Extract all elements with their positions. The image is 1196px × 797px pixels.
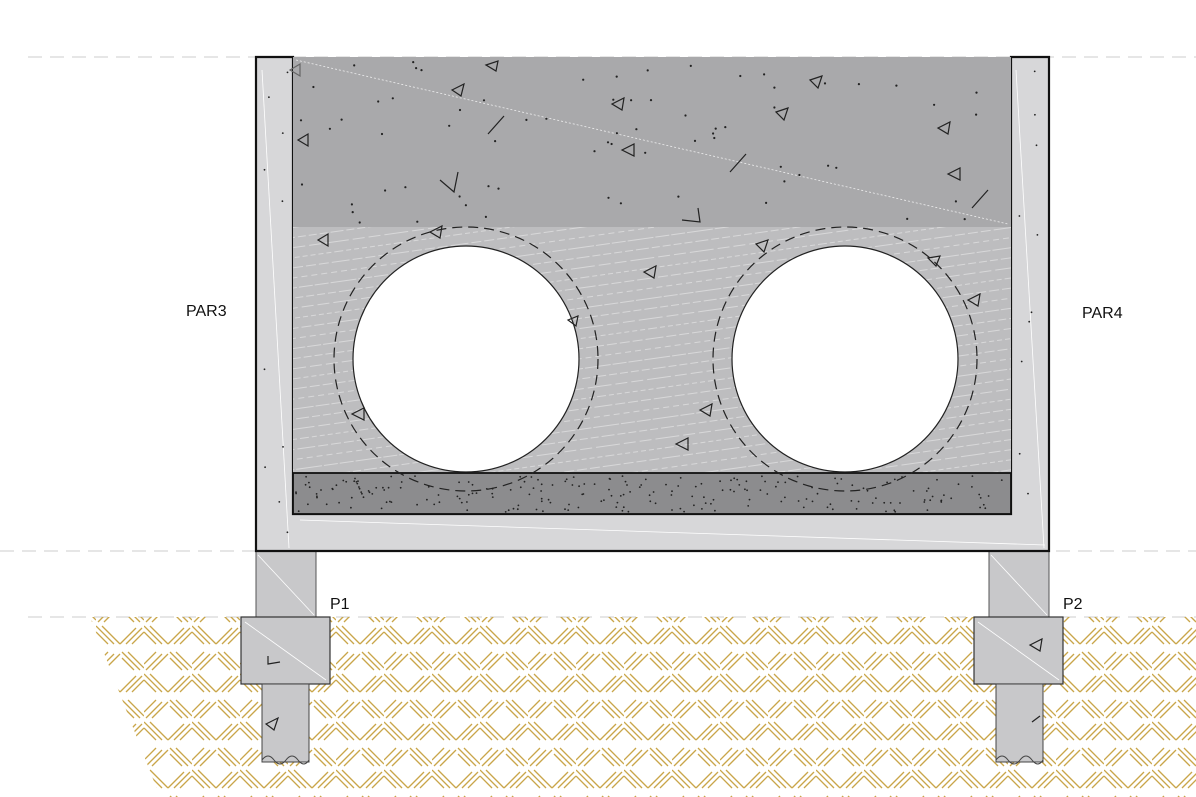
concrete-speckles [263,61,1039,534]
pier-left-label: P1 [330,596,350,613]
pier-left-pile [261,683,310,763]
pier-right-label: P2 [1063,596,1083,613]
wall-right-label: PAR4 [1082,305,1123,322]
pier-right-pile [995,683,1044,763]
pier-left [240,550,331,765]
pier-right-cap [973,616,1064,685]
wall-left-label: PAR3 [186,303,227,320]
pier-left-cap [240,616,331,685]
pier-right [973,550,1064,765]
pipe-right [712,226,978,492]
pipe-left [333,226,599,492]
concrete-aggregate-marks [288,60,989,451]
lean-concrete-base [292,472,1012,515]
